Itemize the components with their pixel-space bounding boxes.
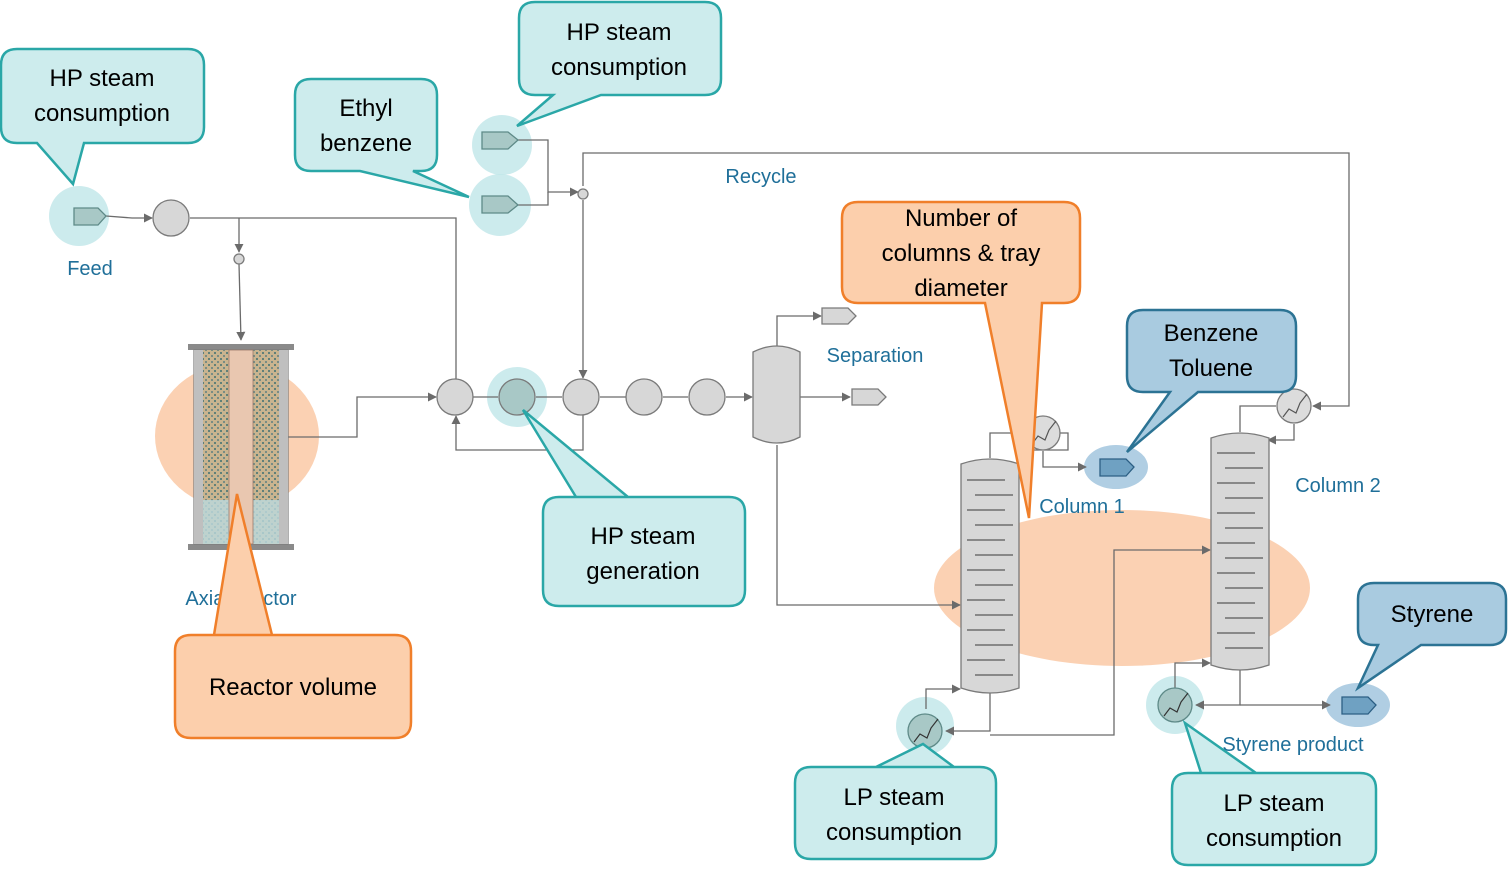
feed-heater[interactable] (152, 199, 190, 237)
callout-reactor-volume: Reactor volume (173, 493, 413, 740)
feed-splitter[interactable] (233, 253, 245, 265)
styrene-product-label: Styrene product (1222, 734, 1364, 756)
mixer-reactor-out[interactable] (436, 378, 474, 416)
benzene-toluene-product-icon[interactable] (1099, 458, 1135, 477)
callout-text: consumption (1206, 825, 1342, 852)
callout-text: LP steam (844, 784, 945, 811)
callout-text: benzene (320, 130, 412, 157)
callout-text: consumption (551, 54, 687, 81)
column-1[interactable] (960, 458, 1020, 694)
callout-text: diameter (914, 275, 1007, 302)
callout-text: Ethyl (339, 95, 392, 122)
reboiler-2[interactable] (1157, 687, 1193, 723)
mixer-recycle[interactable] (562, 378, 600, 416)
column-1-label: Column 1 (1039, 496, 1125, 518)
callout-ethyl-benzene: Ethyl benzene (293, 77, 470, 199)
callout-text: Toluene (1169, 355, 1253, 382)
callout-benzene-toluene: Benzene Toluene (1125, 308, 1298, 453)
steam-source-top-icon[interactable] (481, 131, 520, 150)
callout-text: Benzene (1164, 320, 1259, 347)
callout-text: HP steam (591, 523, 696, 550)
separation-vessel[interactable] (752, 345, 801, 444)
callout-text: Reactor volume (209, 674, 377, 701)
callout-lp-steam-consumption-col2: LP steam consumption (1170, 719, 1378, 867)
recycle-label: Recycle (725, 166, 796, 188)
column-2-label: Column 2 (1295, 475, 1381, 497)
callout-styrene: Styrene (1354, 581, 1508, 692)
callout-text: LP steam (1224, 790, 1325, 817)
separation-label: Separation (827, 345, 924, 367)
flow-lines (105, 139, 1350, 736)
callout-hp-steam-consumption-top: HP steam consumption (516, 0, 723, 128)
ethylbenzene-source-icon[interactable] (481, 195, 520, 214)
column-2[interactable] (1210, 432, 1270, 671)
cooler-2[interactable] (688, 378, 726, 416)
callout-number-of-columns: Number of columns & tray diameter (840, 200, 1082, 519)
callout-text: columns & tray (882, 240, 1041, 267)
callout-text: HP steam (50, 65, 155, 92)
callout-text: Number of (905, 205, 1017, 232)
condenser-2[interactable] (1276, 388, 1312, 424)
cooler-1[interactable] (625, 378, 663, 416)
recycle-mixer[interactable] (577, 188, 589, 200)
feed-label: Feed (67, 258, 113, 280)
callout-text: consumption (34, 100, 170, 127)
callout-text: HP steam (567, 19, 672, 46)
callout-hp-steam-generation: HP steam generation (521, 409, 747, 608)
styrene-product-icon[interactable] (1341, 696, 1377, 715)
callout-text: Styrene (1391, 601, 1474, 628)
hp-steam-generator[interactable] (498, 378, 536, 416)
callout-lp-steam-consumption-col1: LP steam consumption (793, 742, 998, 861)
callout-hp-steam-consumption-feed: HP steam consumption (0, 47, 206, 187)
separation-liquid-out-icon (851, 388, 887, 406)
callout-text: generation (586, 558, 699, 585)
feed-source-icon[interactable] (73, 207, 107, 226)
separation-gas-out-icon (821, 307, 857, 325)
reboiler-1[interactable] (907, 713, 943, 749)
callout-text: consumption (826, 819, 962, 846)
